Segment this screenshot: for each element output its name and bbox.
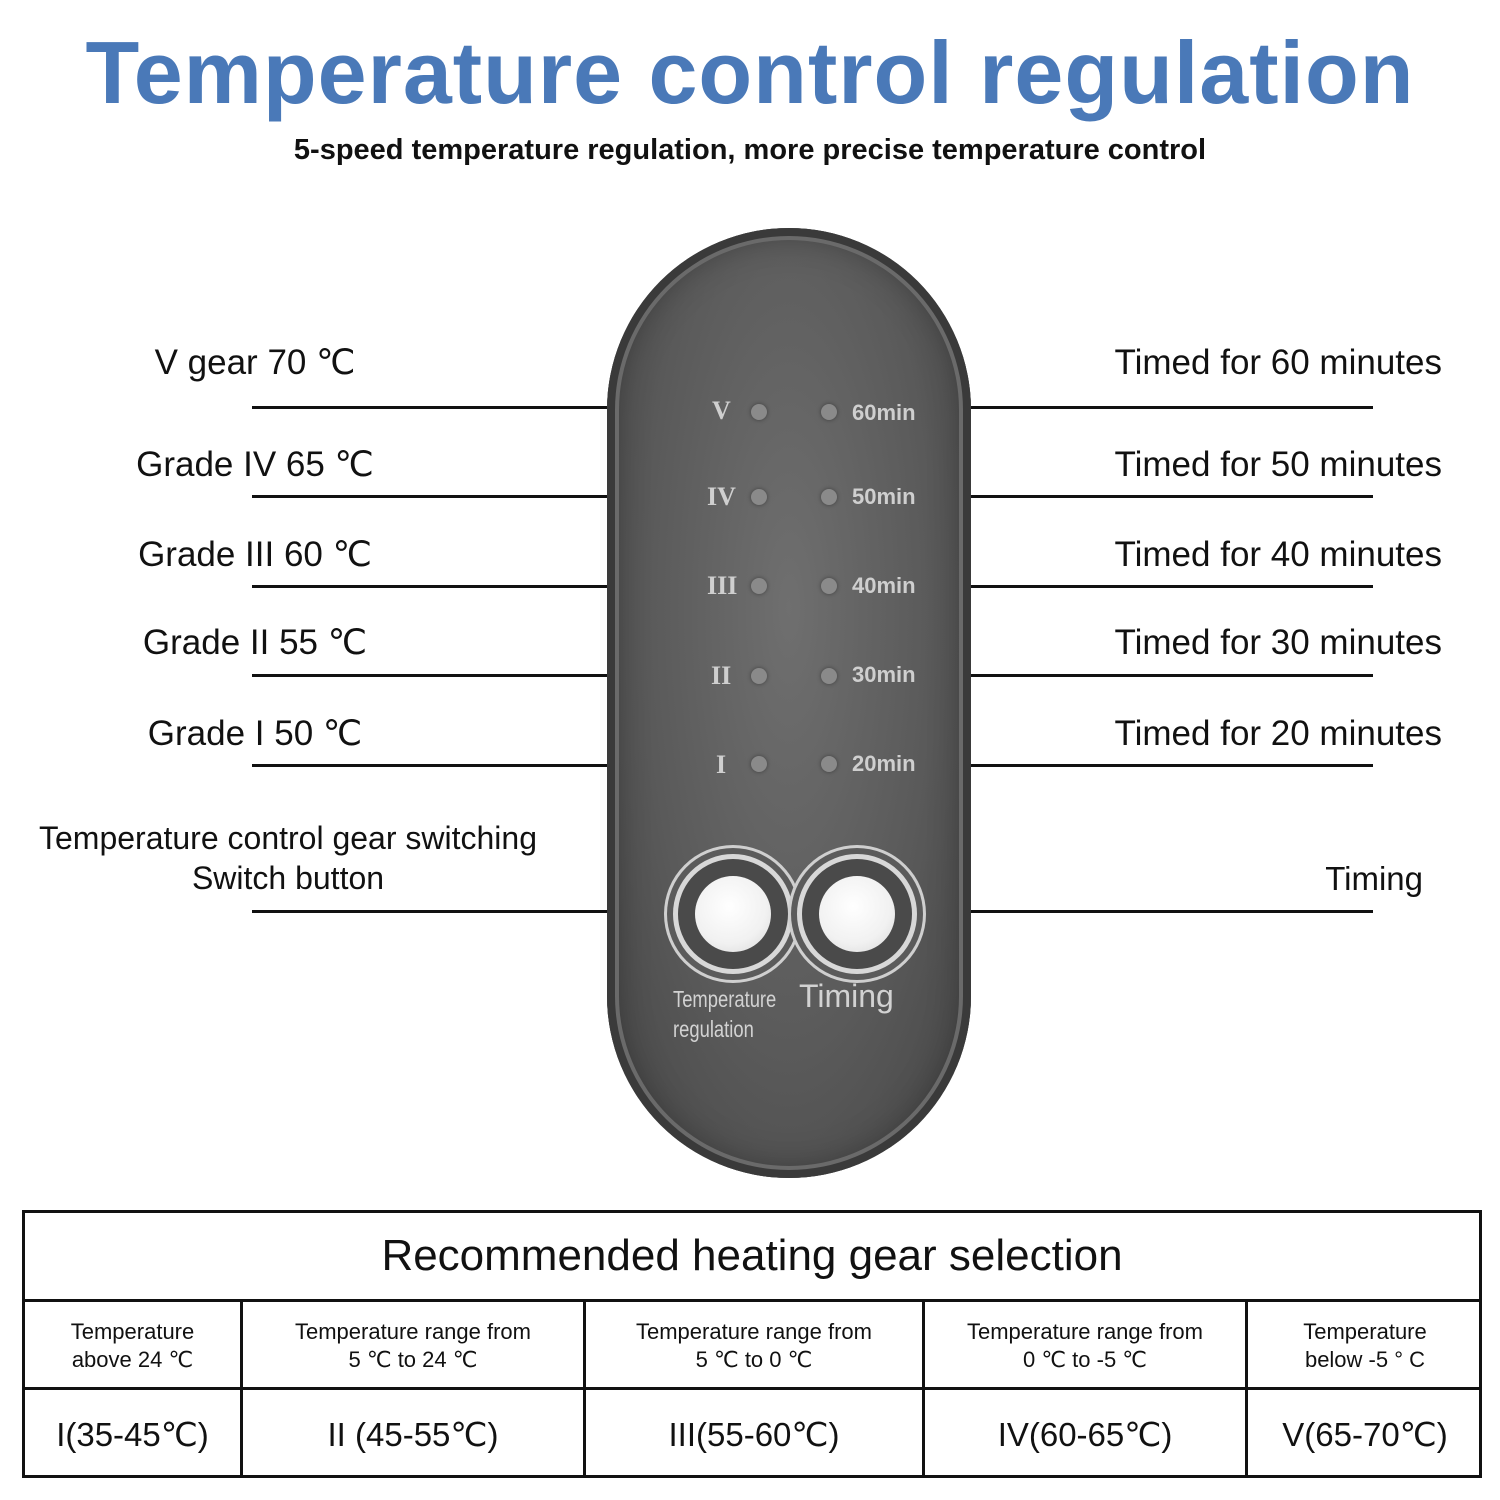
timer-label-30: Timed for 30 minutes [1114, 623, 1442, 662]
condition-4-line2: 0 ℃ to -5 ℃ [1022, 1347, 1147, 1372]
time-mark-50: 50min [852, 484, 916, 509]
gear-cell-3: III(55-60℃) [668, 1415, 840, 1453]
leader-line-gear-i [252, 764, 694, 767]
timer-led-60 [821, 404, 837, 420]
condition-cell-1: Temperature above 24 ℃ [25, 1305, 240, 1387]
gear-label-i: Grade I 50 ℃ [147, 714, 363, 753]
condition-3-line1: Temperature range from [636, 1319, 872, 1344]
condition-2-line2: 5 ℃ to 24 ℃ [348, 1347, 478, 1372]
condition-cell-5: Temperature below -5 ° C [1248, 1305, 1482, 1387]
switch-button-label: Temperature control gear switching Switc… [18, 818, 558, 898]
condition-4-line1: Temperature range from [967, 1319, 1203, 1344]
time-mark-40: 40min [852, 573, 916, 598]
page-subtitle: 5-speed temperature regulation, more pre… [293, 134, 1207, 166]
time-mark-60: 60min [852, 400, 916, 425]
leader-line-switch [252, 910, 694, 913]
gear-cell-4: IV(60-65℃) [997, 1415, 1173, 1453]
table-row-divider [25, 1387, 1479, 1390]
timer-led-50 [821, 489, 837, 505]
remote-control: V 60min IV 50min III 40min II 30min I 20… [607, 228, 971, 1178]
gear-mark-iii: III [707, 571, 738, 600]
leader-line-gear-v [252, 406, 694, 409]
gear-label-ii: Grade II 55 ℃ [142, 623, 368, 662]
timer-label-20: Timed for 20 minutes [1114, 714, 1442, 753]
timing-label: Timing [1325, 860, 1423, 897]
condition-3-line2: 5 ℃ to 0 ℃ [695, 1347, 813, 1372]
gear-led-v [751, 404, 767, 420]
page-title: Temperature control regulation [85, 23, 1415, 122]
heating-gear-table: Recommended heating gear selection Tempe… [22, 1210, 1482, 1478]
gear-mark-ii: II [711, 661, 732, 690]
leader-line-timer-50 [930, 495, 1373, 498]
temperature-regulation-button[interactable] [673, 854, 793, 974]
gear-cell-1: I(35-45℃) [56, 1415, 209, 1453]
gear-cell-5: V(65-70℃) [1282, 1415, 1448, 1453]
leader-line-gear-ii [252, 674, 694, 677]
gear-mark-i: I [716, 750, 727, 779]
gear-mark-iv: IV [707, 482, 736, 511]
gear-label-iii: Grade III 60 ℃ [138, 535, 372, 574]
leader-line-timer-30 [930, 674, 1373, 677]
leader-line-gear-iv [252, 495, 694, 498]
leader-line-gear-iii [252, 585, 694, 588]
remote-temperature-line1: Temperature [673, 986, 777, 1012]
gear-led-iv [751, 489, 767, 505]
time-mark-20: 20min [852, 751, 916, 776]
condition-5-line1: Temperature [1303, 1319, 1427, 1344]
leader-line-timer-40 [930, 585, 1373, 588]
leader-line-timer-60 [930, 406, 1373, 409]
condition-2-line1: Temperature range from [295, 1319, 531, 1344]
leader-line-timing [930, 910, 1373, 913]
timer-label-40: Timed for 40 minutes [1114, 535, 1442, 574]
condition-1-line1: Temperature [70, 1319, 195, 1344]
condition-cell-2: Temperature range from 5 ℃ to 24 ℃ [243, 1305, 583, 1387]
condition-1-line2: above 24 ℃ [71, 1347, 194, 1372]
timing-button-core [819, 876, 895, 952]
gear-led-ii [751, 668, 767, 684]
gear-led-iii [751, 578, 767, 594]
timer-label-50: Timed for 50 minutes [1114, 445, 1442, 484]
condition-cell-4: Temperature range from 0 ℃ to -5 ℃ [925, 1305, 1245, 1387]
timer-label-60: Timed for 60 minutes [1114, 343, 1442, 382]
switch-label-line2: Switch button [191, 860, 385, 896]
gear-cell-2: II (45-55℃) [327, 1415, 499, 1453]
leader-line-timer-20 [930, 764, 1373, 767]
time-mark-30: 30min [852, 662, 916, 687]
gear-led-i [751, 756, 767, 772]
table-header: Recommended heating gear selection [25, 1213, 1479, 1302]
temperature-button-core [695, 876, 771, 952]
timer-led-30 [821, 668, 837, 684]
timer-led-40 [821, 578, 837, 594]
timing-button[interactable] [797, 854, 917, 974]
remote-temperature-line2: regulation [673, 1016, 754, 1042]
gear-label-v: V gear 70 ℃ [154, 343, 356, 382]
gear-mark-v: V [712, 396, 731, 425]
gear-label-iv: Grade IV 65 ℃ [136, 445, 374, 484]
condition-cell-3: Temperature range from 5 ℃ to 0 ℃ [586, 1305, 922, 1387]
remote-timing-text: Timing [799, 978, 894, 1014]
remote-temperature-text: Temperature regulation [673, 984, 776, 1044]
condition-5-line2: below -5 ° C [1304, 1347, 1426, 1372]
timer-led-20 [821, 756, 837, 772]
switch-label-line1: Temperature control gear switching [38, 820, 537, 856]
